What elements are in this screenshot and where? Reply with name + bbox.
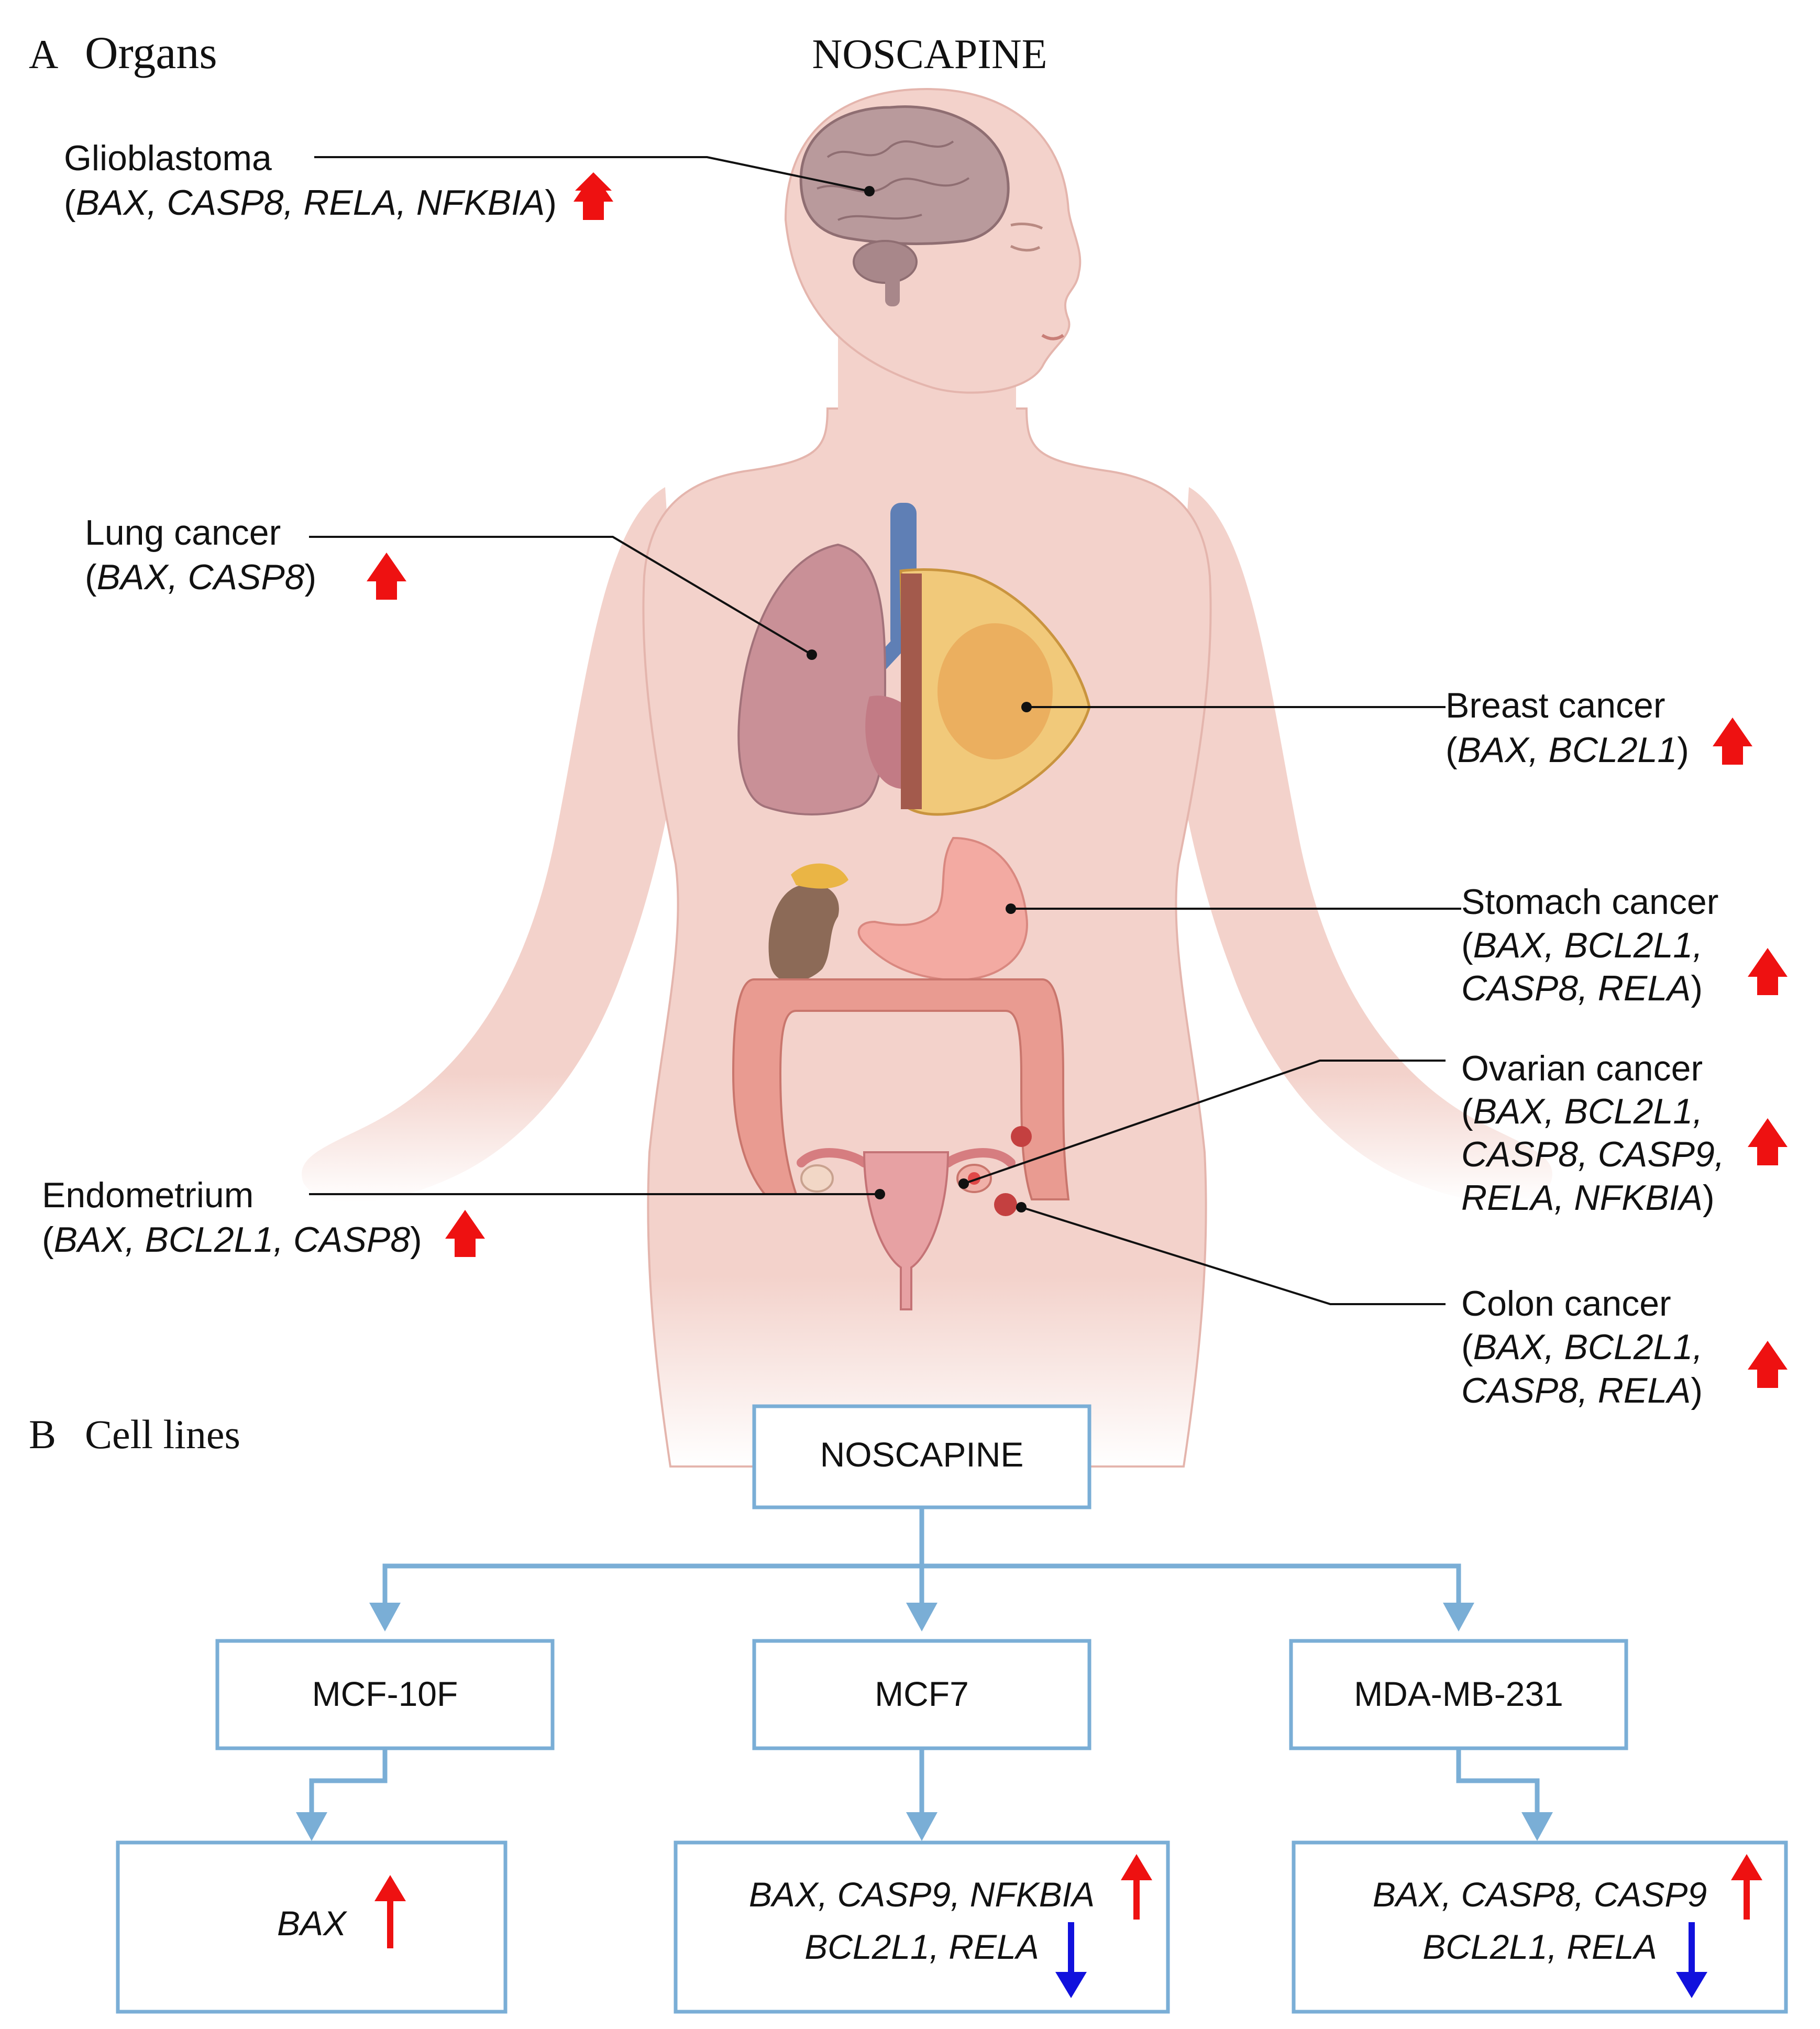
- panel-a-up-arrows: [367, 553, 1788, 1388]
- colon-tumor-2: [994, 1193, 1017, 1216]
- up-arrow-mcf10f: [374, 1875, 406, 1948]
- lung-genes-line: (BAX, CASP8): [85, 557, 316, 597]
- stomach-genes-line2: CASP8, RELA): [1461, 968, 1703, 1008]
- panel-b-title: Cell lines: [85, 1412, 240, 1457]
- leader-lines: [309, 156, 1461, 1305]
- glioblastoma-genes-line: (BAX, CASP8, RELA, NFKBIA): [64, 183, 557, 223]
- label-breast: Breast cancer (BAX, BCL2L1): [1446, 686, 1689, 770]
- brain-folds: [817, 140, 970, 221]
- flow-connectors: [309, 1507, 1540, 1812]
- ovarian-genes-line3: RELA, NFKBIA): [1461, 1178, 1715, 1218]
- colon-name: Colon cancer: [1461, 1284, 1671, 1324]
- up-arrow-colon: [1748, 1341, 1788, 1388]
- label-colon: Colon cancer (BAX, BCL2L1, CASP8, RELA): [1461, 1284, 1703, 1410]
- result-down-genes-mdamb231: BCL2L1, RELA: [1422, 1927, 1657, 1966]
- eye: [1010, 245, 1041, 252]
- colon: [732, 978, 1070, 1200]
- chest-wall: [901, 574, 922, 809]
- panel-a-title: Organs: [85, 28, 217, 79]
- up-arrow-endometrium: [445, 1210, 485, 1257]
- up-arrow-glioblastoma-block: [573, 173, 613, 220]
- stomach-genes-line1: (BAX, BCL2L1,: [1461, 925, 1703, 965]
- cell-line-box-mcf7: MCF7: [752, 1639, 1091, 1750]
- up-arrow-mdamb231: [1731, 1854, 1762, 1920]
- brain: [799, 105, 1010, 245]
- breast-genes-line: (BAX, BCL2L1): [1446, 730, 1689, 770]
- endometrium-name: Endometrium: [42, 1175, 253, 1215]
- root-box: NOSCAPINE: [752, 1404, 1091, 1509]
- up-arrow-mcf7: [1121, 1854, 1152, 1920]
- label-glioblastoma: Glioblastoma (BAX, CASP8, RELA, NFKBIA): [64, 138, 612, 223]
- cell-line-box-mcf10f: MCF-10F: [215, 1639, 555, 1750]
- drug-title: NOSCAPINE: [812, 31, 1047, 78]
- result-down-genes-mcf7: BCL2L1, RELA: [804, 1927, 1039, 1966]
- panel-b-letter: B: [29, 1412, 56, 1457]
- label-endometrium: Endometrium (BAX, BCL2L1, CASP8): [42, 1175, 422, 1260]
- eyebrow: [1010, 223, 1043, 230]
- lung-name: Lung cancer: [85, 513, 281, 553]
- stomach: [857, 836, 1028, 982]
- down-arrow-mcf7: [1055, 1922, 1087, 1998]
- endometrium-genes-line: (BAX, BCL2L1, CASP8): [42, 1220, 422, 1260]
- kidney: [768, 884, 839, 982]
- right-arm: [1173, 487, 1552, 1203]
- mammary-glands: [937, 623, 1053, 759]
- stomach-name: Stomach cancer: [1461, 882, 1718, 922]
- uterus: [863, 1151, 950, 1310]
- cell-line-name-mcf7: MCF7: [875, 1674, 969, 1713]
- ovarian-name: Ovarian cancer: [1461, 1049, 1703, 1088]
- adrenal-gland: [791, 863, 848, 889]
- cell-line-name-mcf10f: MCF-10F: [312, 1674, 458, 1713]
- brain-stem: [885, 264, 900, 306]
- breast-name: Breast cancer: [1446, 686, 1665, 725]
- leader-dots: [807, 186, 1032, 1212]
- label-stomach: Stomach cancer (BAX, BCL2L1, CASP8, RELA…: [1461, 882, 1718, 1008]
- ovary-left: [800, 1164, 834, 1193]
- up-arrow-stomach: [1748, 948, 1788, 995]
- result-up-genes-mcf7: BAX, CASP9, NFKBIA: [749, 1875, 1095, 1914]
- lung: [737, 543, 887, 815]
- colon-genes-line2: CASP8, RELA): [1461, 1371, 1703, 1410]
- result-box-mcf10f: BAX: [116, 1840, 508, 2014]
- root-label: NOSCAPINE: [820, 1435, 1024, 1474]
- up-arrow-lung: [367, 553, 406, 600]
- cell-line-box-mdamb231: MDA-MB-231: [1289, 1639, 1628, 1750]
- flow-arrowheads: [296, 1603, 1553, 1841]
- result-box-mcf7: BAX, CASP9, NFKBIA BCL2L1, RELA: [674, 1840, 1170, 2014]
- label-lung: Lung cancer (BAX, CASP8): [85, 513, 316, 597]
- label-ovarian: Ovarian cancer (BAX, BCL2L1, CASP8, CASP…: [1461, 1049, 1725, 1218]
- result-box-mdamb231: BAX, CASP8, CASP9 BCL2L1, RELA: [1292, 1840, 1788, 2014]
- cell-line-name-mdamb231: MDA-MB-231: [1354, 1674, 1563, 1713]
- mouth: [1041, 334, 1064, 340]
- fallopian-tubes: [797, 1148, 1016, 1167]
- colon-tumor-1: [1011, 1126, 1032, 1147]
- up-arrow-breast: [1713, 718, 1752, 765]
- panel-a-letter: A: [29, 31, 58, 77]
- down-arrow-mdamb231: [1676, 1922, 1707, 1998]
- glioblastoma-name: Glioblastoma: [64, 138, 272, 178]
- result-up-genes-mcf10f: BAX: [277, 1904, 348, 1943]
- up-arrow-ovarian: [1748, 1118, 1788, 1165]
- colon-genes-line1: (BAX, BCL2L1,: [1461, 1327, 1703, 1367]
- human-body-illustration: [302, 87, 1552, 1468]
- left-arm: [302, 487, 681, 1203]
- ovarian-genes-line2: CASP8, CASP9,: [1461, 1134, 1725, 1174]
- ovarian-genes-line1: (BAX, BCL2L1,: [1461, 1091, 1703, 1131]
- result-up-genes-mdamb231: BAX, CASP8, CASP9: [1373, 1875, 1707, 1914]
